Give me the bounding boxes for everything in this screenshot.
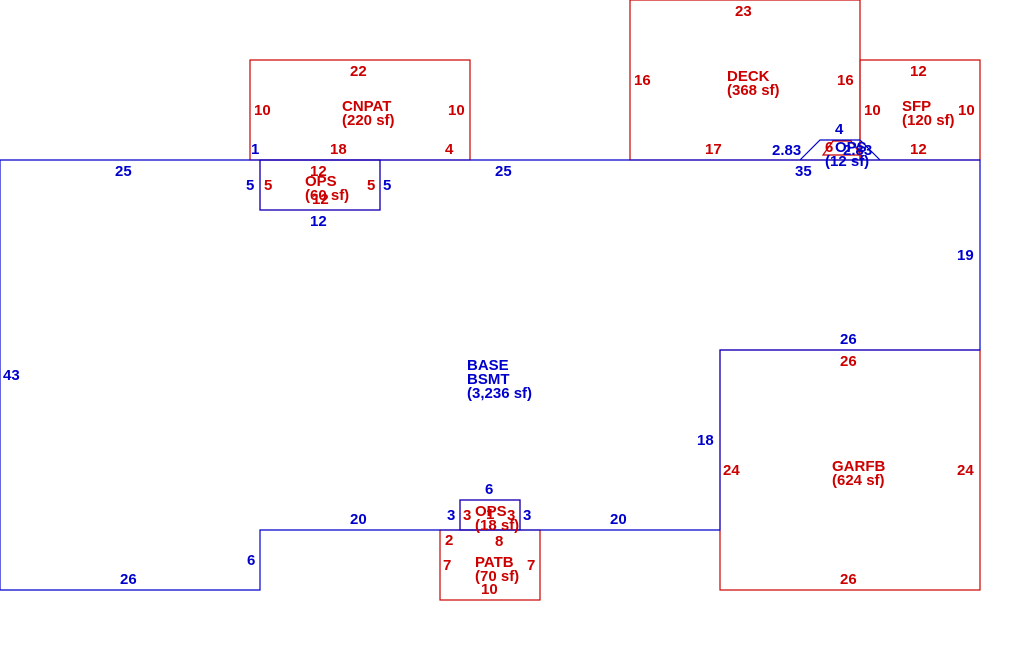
dim-deck-right: 16 xyxy=(837,72,854,89)
dim-deck-left: 16 xyxy=(634,72,651,89)
dim-base-top-left: 25 xyxy=(115,163,132,180)
dim-cnpat-bottom: 18 xyxy=(330,141,347,158)
dim-patb-left: 7 xyxy=(443,557,451,574)
base-sub: BSMT xyxy=(467,371,510,388)
ops-bottom-code: OPS xyxy=(475,503,507,520)
cnpat-area: (220 sf) xyxy=(342,112,395,129)
base-outline xyxy=(0,159,981,591)
dim-ops-bot-mid-red: 1 xyxy=(486,506,494,523)
ops-top-area: (60 sf) xyxy=(305,187,349,204)
small-bay-label: OPS xyxy=(835,139,867,156)
garfb-area: (624 sf) xyxy=(832,472,885,489)
sfp-code: SFP xyxy=(902,98,931,115)
small-bay-code: 6 xyxy=(825,139,833,156)
base-area: (3,236 sf) xyxy=(467,385,532,402)
dim-bay-right: 2.83 xyxy=(843,142,872,159)
dim-base-top-mid: 25 xyxy=(495,163,512,180)
dim-garfb-bottom: 26 xyxy=(840,571,857,588)
ops-bottom-outline-blue xyxy=(459,499,521,531)
dim-patb-right: 7 xyxy=(527,557,535,574)
dim-ops-bot-right-blue: 3 xyxy=(523,507,531,524)
dim-cnpat-right: 10 xyxy=(448,102,465,119)
dim-cnpat-left-stub: 1 xyxy=(251,141,259,158)
ops-top-code: OPS xyxy=(305,173,337,190)
dim-cnpat-left: 10 xyxy=(254,102,271,119)
dim-base-bottom-right: 20 xyxy=(610,511,627,528)
dim-deck-bottom: 17 xyxy=(705,141,722,158)
dim-sfp-top: 12 xyxy=(910,63,927,80)
dim-ops-top-right-blue: 5 xyxy=(383,177,391,194)
dim-ops-top-bottom-red: 12 xyxy=(312,191,329,208)
dim-base-step-small: 6 xyxy=(247,552,255,569)
dim-ops-bot-right-red: 3 xyxy=(507,507,515,524)
dim-ops-top-bottom-blue: 12 xyxy=(310,213,327,230)
dim-ops-bot-top: 6 xyxy=(485,481,493,498)
dim-sfp-bottom: 12 xyxy=(910,141,927,158)
dim-ops-top-left-red: 5 xyxy=(264,177,272,194)
garfb-code: GARFB xyxy=(832,458,885,475)
dim-ops-top-top: 12 xyxy=(310,163,327,180)
dim-garfb-top: 26 xyxy=(840,353,857,370)
dim-garfb-left: 24 xyxy=(723,462,740,479)
dim-ops-top-right-red: 5 xyxy=(367,177,375,194)
ops-top-outline-blue xyxy=(259,159,381,211)
dim-patb-left-stub: 2 xyxy=(445,532,453,549)
dim-base-bottom-left: 20 xyxy=(350,511,367,528)
dim-cnpat-right-stub: 4 xyxy=(445,141,454,158)
dim-bay-left: 2.83 xyxy=(772,142,801,159)
dim-base-step-left: 18 xyxy=(697,432,714,449)
dim-sfp-left: 10 xyxy=(864,102,881,119)
small-bay-area: (12 sf) xyxy=(825,153,869,170)
dim-cnpat-top: 22 xyxy=(350,63,367,80)
dim-patb-bottom: 10 xyxy=(481,581,498,598)
deck-area: (368 sf) xyxy=(727,82,780,99)
dim-ops-top-left-blue: 5 xyxy=(246,177,254,194)
deck-code: DECK xyxy=(727,68,770,85)
dim-base-left: 43 xyxy=(3,367,20,384)
dim-patb-top: 8 xyxy=(495,533,503,550)
dim-sfp-right: 10 xyxy=(958,102,975,119)
patb-code: PATB xyxy=(475,554,514,571)
dim-garfb-right: 24 xyxy=(957,462,974,479)
bay-outline-blue xyxy=(799,139,881,161)
dim-base-step-top: 26 xyxy=(840,331,857,348)
dim-ops-bot-left-blue: 3 xyxy=(447,507,455,524)
sfp-area: (120 sf) xyxy=(902,112,955,129)
dim-ops-bot-left-red: 3 xyxy=(463,507,471,524)
dim-deck-top: 23 xyxy=(735,3,752,20)
small-bay-outline-red xyxy=(821,140,863,156)
dim-base-top-right: 35 xyxy=(795,163,812,180)
dim-base-right: 19 xyxy=(957,247,974,264)
patb-area: (70 sf) xyxy=(475,568,519,585)
cnpat-code: CNPAT xyxy=(342,98,391,115)
dim-base-bottom-far-left: 26 xyxy=(120,571,137,588)
ops-bottom-area: (18 sf) xyxy=(475,517,519,534)
base-code: BASE xyxy=(467,357,509,374)
dim-bay-top: 4 xyxy=(835,121,844,138)
